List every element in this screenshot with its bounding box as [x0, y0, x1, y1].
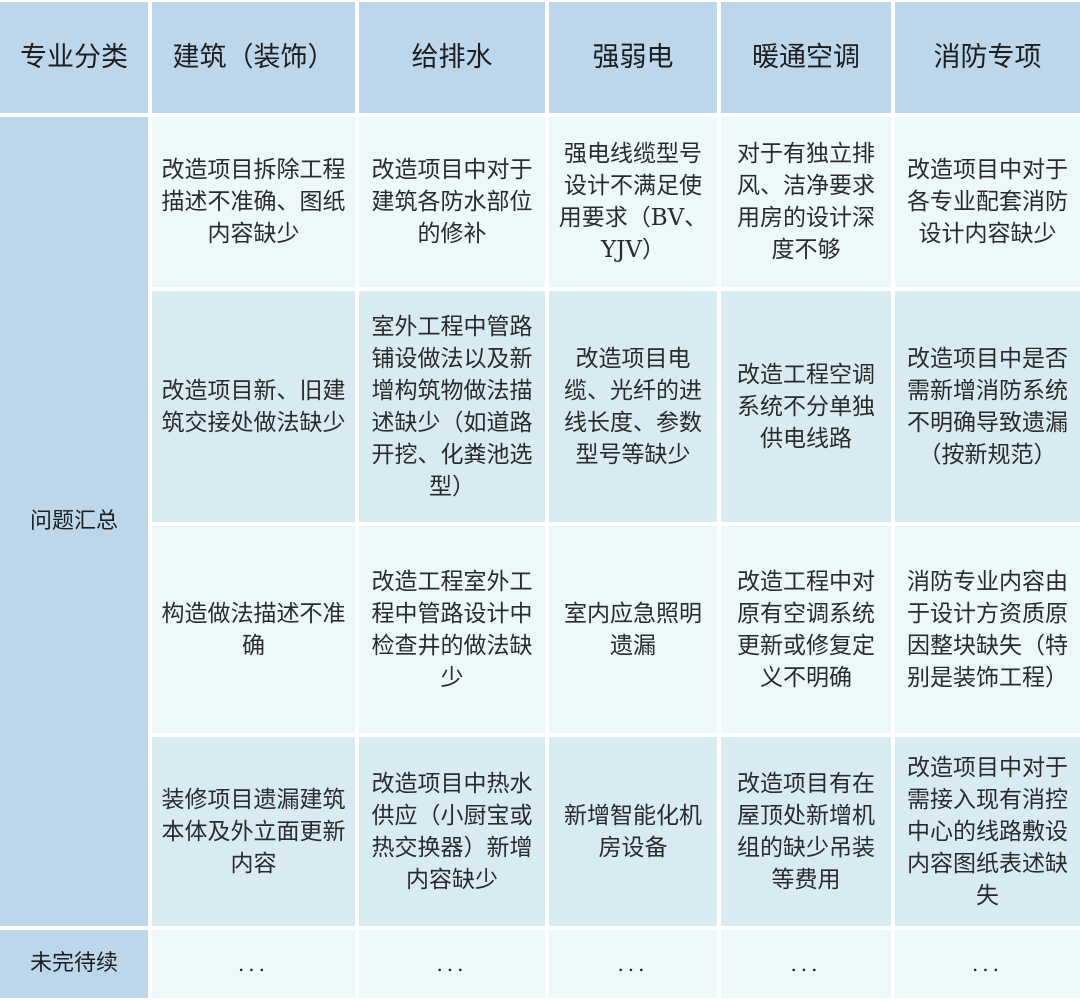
table-cell: 改造项目中是否需新增消防系统不明确导致遗漏（按新规范） — [895, 291, 1080, 522]
table-cell: 改造工程室外工程中管路设计中检查井的做法缺少 — [359, 526, 545, 733]
table-cell: 改造项目有在屋顶处新增机组的缺少吊装等费用 — [721, 737, 891, 926]
header-category: 专业分类 — [0, 2, 148, 113]
table-cell: 室内应急照明遗漏 — [549, 526, 717, 733]
header-plumbing: 给排水 — [359, 2, 545, 113]
table-cell: 新增智能化机房设备 — [549, 737, 717, 926]
table-cell: 构造做法描述不准确 — [152, 526, 355, 733]
table-cell: 改造项目新、旧建筑交接处做法缺少 — [152, 291, 355, 522]
header-electrical: 强弱电 — [549, 2, 717, 113]
footer-ellipsis: ... — [152, 930, 355, 998]
footer-label-to-be-continued: 未完待续 — [0, 930, 148, 998]
footer-ellipsis: ... — [895, 930, 1080, 998]
footer-ellipsis: ... — [549, 930, 717, 998]
table-cell: 装修项目遗漏建筑本体及外立面更新内容 — [152, 737, 355, 926]
footer-ellipsis: ... — [359, 930, 545, 998]
table-cell: 对于有独立排风、洁净要求用房的设计深度不够 — [721, 117, 891, 287]
table-cell: 室外工程中管路铺设做法以及新增构筑物做法描述缺少（如道路开挖、化粪池选型） — [359, 291, 545, 522]
table-cell: 改造项目中对于建筑各防水部位的修补 — [359, 117, 545, 287]
table-cell: 改造工程中对原有空调系统更新或修复定义不明确 — [721, 526, 891, 733]
table-cell: 强电线缆型号设计不满足使用要求（BV、YJV） — [549, 117, 717, 287]
table-cell: 改造项目电缆、光纤的进线长度、参数型号等缺少 — [549, 291, 717, 522]
header-architecture: 建筑（装饰） — [152, 2, 355, 113]
table-cell: 消防专业内容由于设计方资质原因整块缺失（特别是装饰工程） — [895, 526, 1080, 733]
table-cell: 改造工程空调系统不分单独供电线路 — [721, 291, 891, 522]
table-cell: 改造项目中对于各专业配套消防设计内容缺少 — [895, 117, 1080, 287]
table-cell: 改造项目拆除工程描述不准确、图纸内容缺少 — [152, 117, 355, 287]
header-fire-protection: 消防专项 — [895, 2, 1080, 113]
footer-ellipsis: ... — [721, 930, 891, 998]
section-label-issue-summary: 问题汇总 — [0, 117, 148, 926]
header-hvac: 暖通空调 — [721, 2, 891, 113]
table-cell: 改造项目中对于需接入现有消控中心的线路敷设内容图纸表述缺失 — [895, 737, 1080, 926]
table-cell: 改造项目中热水供应（小厨宝或热交换器）新增内容缺少 — [359, 737, 545, 926]
